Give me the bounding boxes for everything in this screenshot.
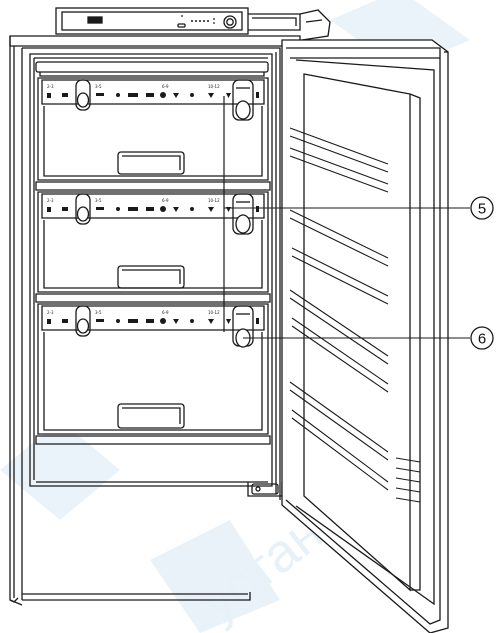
scale-label: 6-9 [162, 198, 169, 203]
callout-5-label: 5 [478, 201, 486, 218]
door-edge-slats [395, 457, 421, 503]
scale-label: 3-5 [95, 84, 102, 89]
scale-label: 6-9 [162, 84, 169, 89]
led-row [181, 15, 215, 24]
bottom-hinge [251, 483, 279, 495]
food-icon [190, 93, 194, 97]
food-icon [47, 207, 51, 212]
drawer-handle [117, 265, 185, 289]
scale-label: 2-3 [47, 198, 54, 203]
food-icon [96, 319, 104, 322]
food-icon [160, 92, 166, 98]
door-slots [289, 127, 389, 491]
food-icon-row: 2-3 3-5 6-9 10-12 [47, 310, 259, 324]
food-icon [226, 319, 231, 324]
scale-label: 2-3 [47, 310, 54, 315]
food-icon [173, 207, 179, 212]
food-icon [190, 207, 194, 211]
food-icon [256, 318, 259, 324]
food-icon [128, 207, 138, 211]
food-icon [96, 93, 104, 96]
food-icon [62, 207, 68, 211]
food-icon [226, 93, 231, 98]
callout-6: 6 [243, 326, 494, 350]
drawer-bottom[interactable]: 2-3 3-5 6-9 10-12 [35, 303, 271, 445]
cabinet [9, 7, 301, 606]
top-hinge [299, 9, 331, 41]
food-icon [96, 207, 104, 210]
scale-label: 10-12 [208, 310, 220, 315]
control-knob [223, 15, 237, 29]
callout-5: 5 [224, 196, 494, 220]
food-icon [256, 92, 259, 98]
drawer-clip-left [75, 305, 91, 337]
food-icon [128, 93, 138, 97]
food-icon [208, 93, 214, 98]
food-icon [173, 93, 179, 98]
door[interactable] [281, 9, 449, 633]
drawer-handle [117, 403, 185, 429]
scale-label: 3-5 [95, 310, 102, 315]
callout-6-label: 6 [478, 331, 486, 348]
food-icon [146, 93, 154, 97]
drawer-clip-right [232, 193, 254, 235]
food-icon [190, 319, 194, 323]
food-icon-row: 2-3 3-5 6-9 10-12 [47, 198, 259, 212]
drawer-middle[interactable]: 2-3 3-5 6-9 10-12 [35, 191, 271, 303]
scale-label: 10-12 [208, 84, 220, 89]
scale-label: 6-9 [162, 310, 169, 315]
food-icon [208, 207, 214, 212]
scale-label: 3-5 [95, 198, 102, 203]
food-icon [208, 319, 214, 324]
display-window [87, 16, 103, 24]
food-icon [47, 93, 51, 98]
food-icon [62, 93, 68, 97]
food-icon [62, 319, 68, 323]
drawer-clip-left [75, 193, 91, 225]
food-icon [116, 93, 120, 97]
food-icon [146, 207, 154, 211]
food-icon [47, 319, 51, 324]
food-icon [116, 319, 120, 323]
food-icon-row: 2-3 3-5 6-9 10-12 [47, 84, 259, 98]
food-icon [160, 318, 166, 324]
food-icon [116, 207, 120, 211]
food-icon [160, 206, 166, 212]
scale-label: 2-3 [47, 84, 54, 89]
drawer-clip-left [75, 79, 91, 111]
food-icon [128, 319, 138, 323]
food-icon [146, 319, 154, 323]
watermark: устан [0, 0, 470, 633]
drawer-clip-right [232, 79, 254, 121]
scale-label: 10-12 [208, 198, 220, 203]
food-icon [173, 319, 179, 324]
drawer-handle [117, 151, 185, 175]
food-icon [256, 206, 259, 212]
drawer-top[interactable]: 2-3 3-5 6-9 10-12 [35, 77, 271, 191]
